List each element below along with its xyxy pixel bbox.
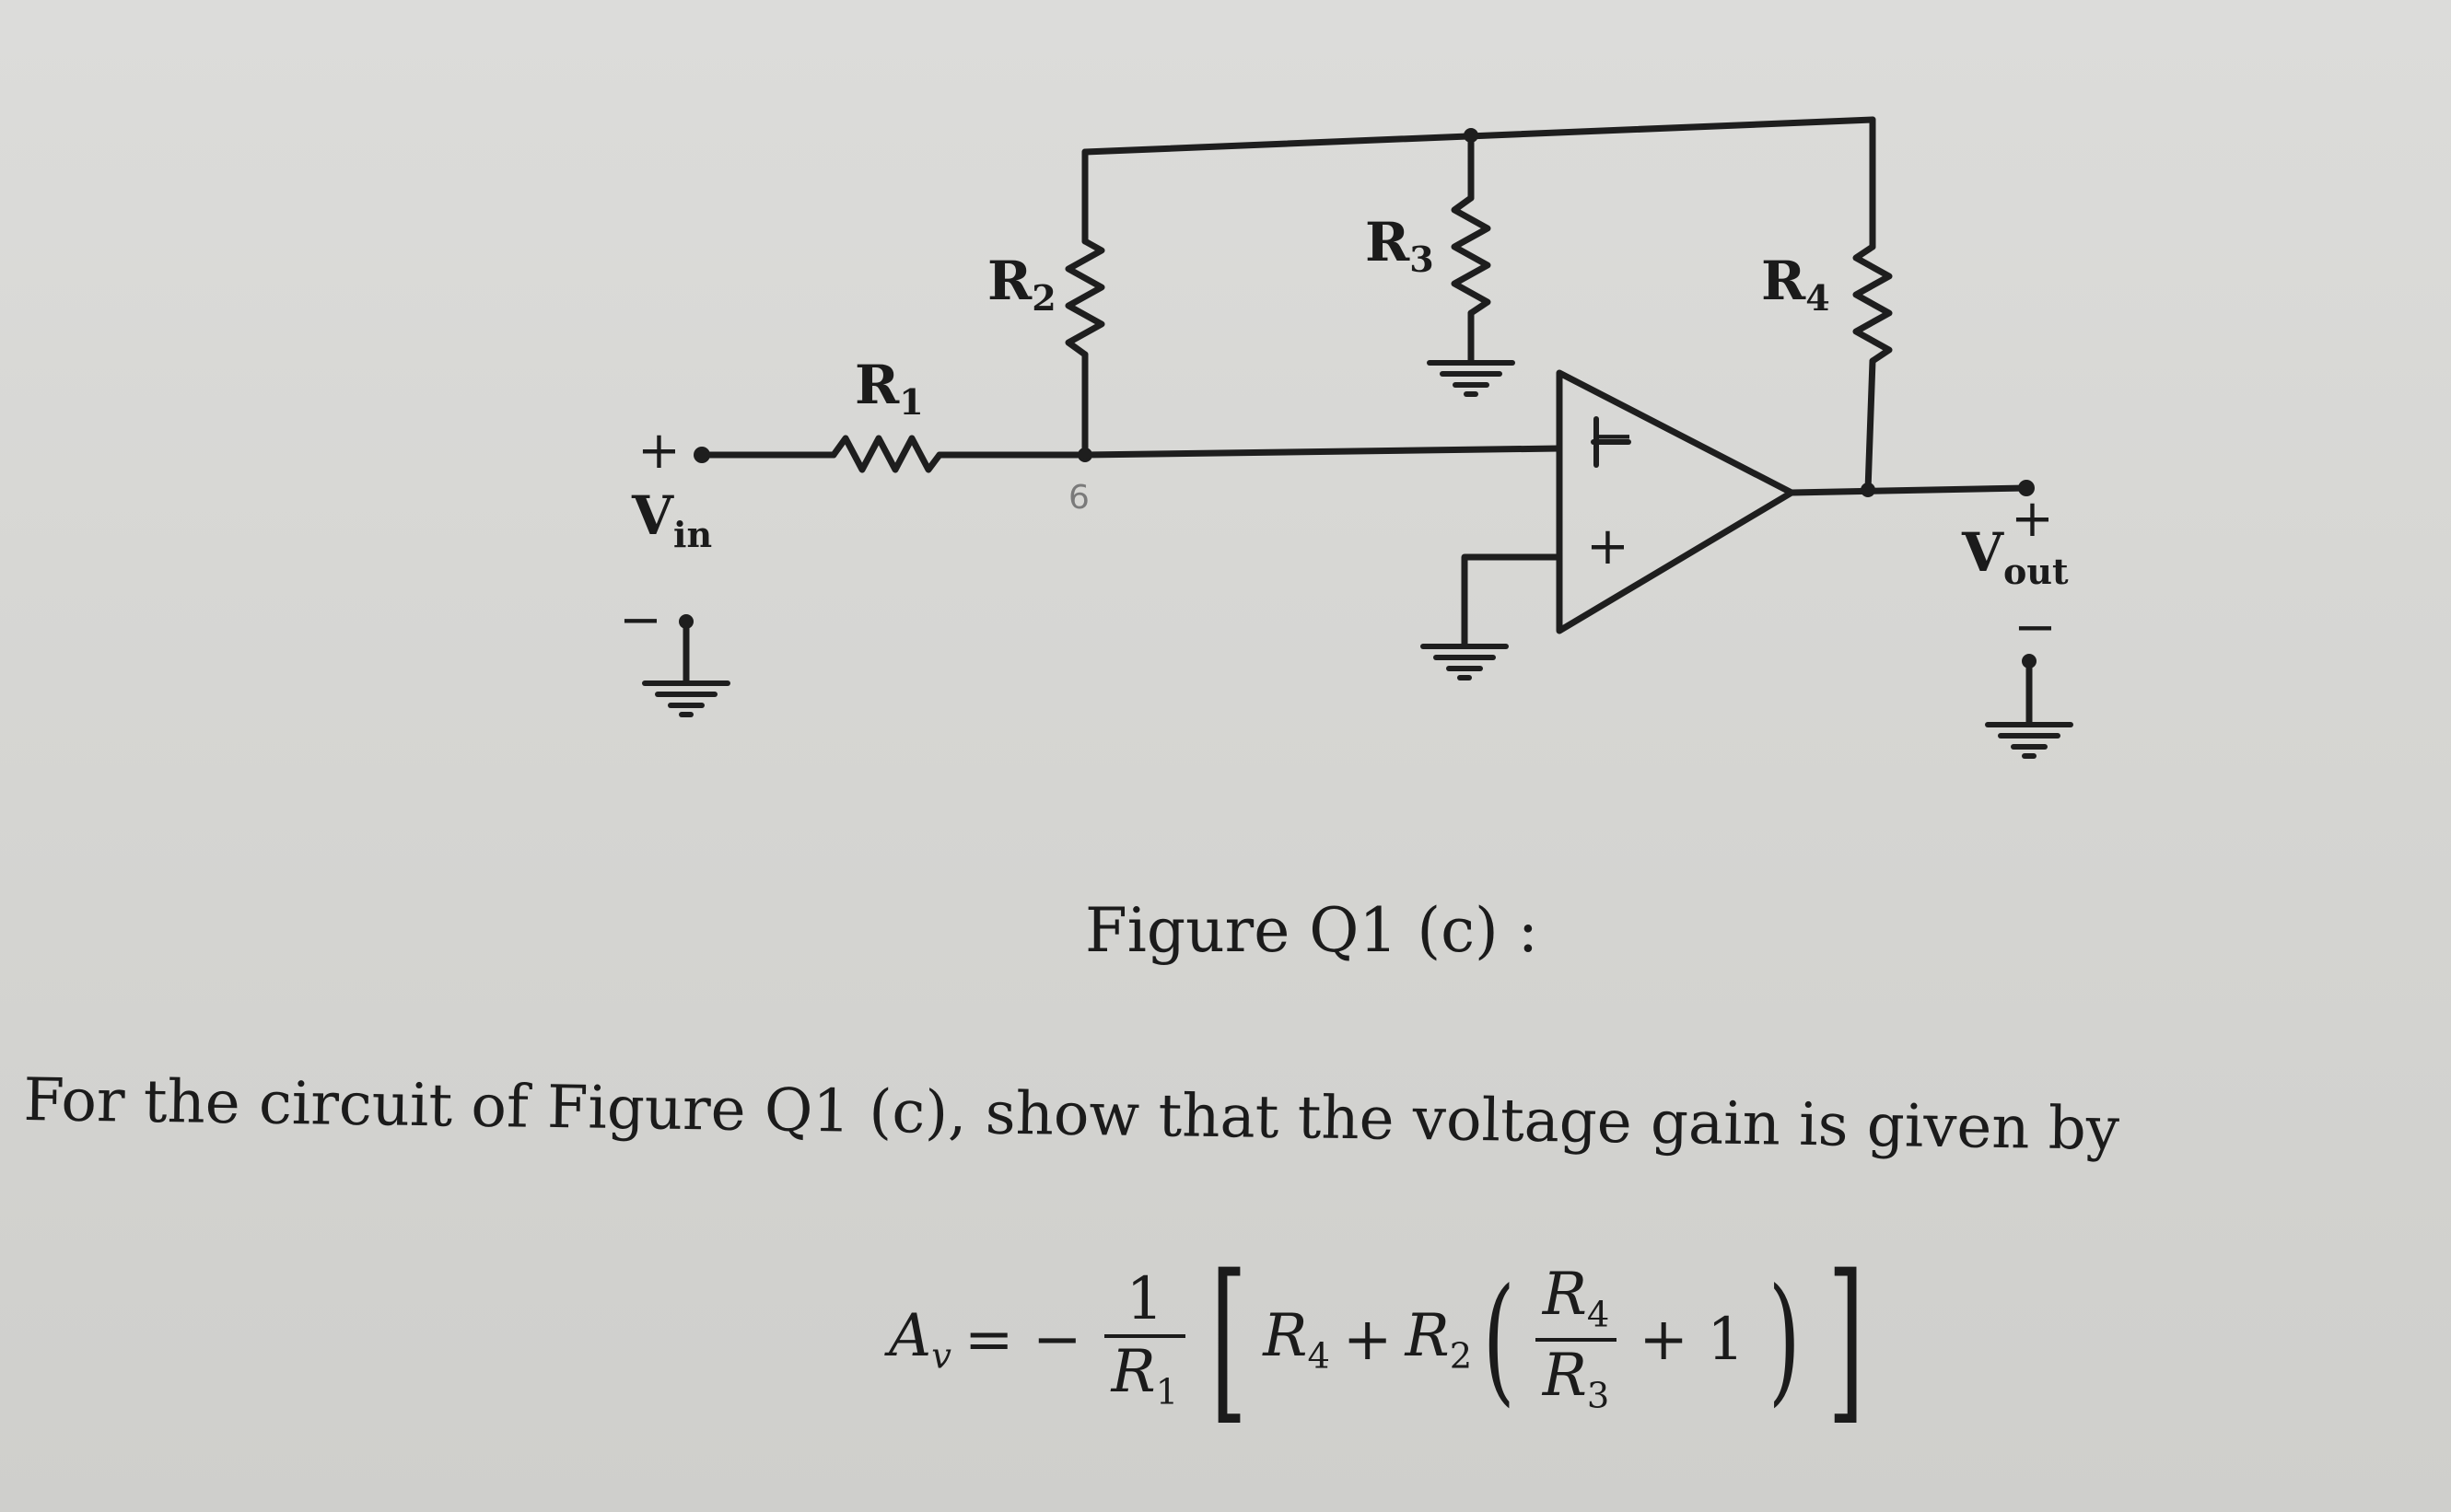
opamp-plus-sign: +	[1586, 517, 1629, 576]
vin-minus-sign: −	[619, 590, 662, 650]
node-to-opamp-wire	[1081, 445, 1563, 459]
formula-left-bracket: [	[1209, 1238, 1248, 1441]
formula-right-paren: )	[1768, 1260, 1801, 1420]
formula-plus: +	[1342, 1306, 1393, 1374]
formula-coefficient: 1 R1	[1103, 1268, 1186, 1412]
formula-equals: = −	[963, 1306, 1082, 1374]
vin-plus-sign: +	[637, 421, 681, 481]
r4-resistor	[1852, 243, 1893, 365]
formula-left-paren: (	[1482, 1260, 1515, 1420]
vout-terminal	[2018, 480, 2035, 496]
r1-resistor	[830, 435, 943, 473]
formula-right-bracket: ]	[1827, 1238, 1864, 1441]
formula-term-r2: R2	[1405, 1302, 1473, 1378]
r2-label: R2	[987, 250, 1056, 319]
vin-label: Vin	[631, 484, 712, 555]
vout-ground-symbol	[1985, 722, 2073, 759]
vin-ground-symbol	[642, 680, 730, 717]
r3-label: R3	[1365, 211, 1434, 280]
r1-label: R1	[855, 354, 924, 423]
pencil-mark: 6	[1068, 479, 1090, 517]
opamp-minus-sign: −	[1592, 406, 1635, 466]
figure-caption: Figure Q1 (c) :	[1085, 895, 1539, 966]
formula-inner-fraction: R4 R3	[1535, 1264, 1617, 1415]
r2-resistor	[1065, 238, 1105, 358]
output-node-dot	[1861, 483, 1875, 497]
vout-minus-sign: −	[2013, 598, 2057, 657]
output-wire	[1788, 484, 2030, 496]
r4-lower-wire	[1864, 357, 1876, 494]
noninv-ground-symbol	[1420, 644, 1509, 680]
r3-resistor	[1451, 194, 1491, 317]
noninv-input-wire	[1461, 553, 1563, 648]
vout-plus-sign: +	[2011, 489, 2054, 549]
r3-ground-symbol	[1427, 360, 1515, 397]
formula-plus-one: + 1	[1639, 1306, 1745, 1374]
r4-label: R4	[1761, 250, 1830, 319]
formula-lhs: Av	[889, 1302, 951, 1378]
vout-label: Vout	[1961, 521, 2069, 592]
formula-term-r4: R4	[1263, 1302, 1330, 1378]
top-rail-wire	[1081, 116, 1876, 156]
opamp-triangle	[1556, 369, 1795, 634]
gain-formula: Av = − 1 R1 [ R4 + R2 ( R4 R3 + 1 ) ]	[889, 1234, 1880, 1446]
